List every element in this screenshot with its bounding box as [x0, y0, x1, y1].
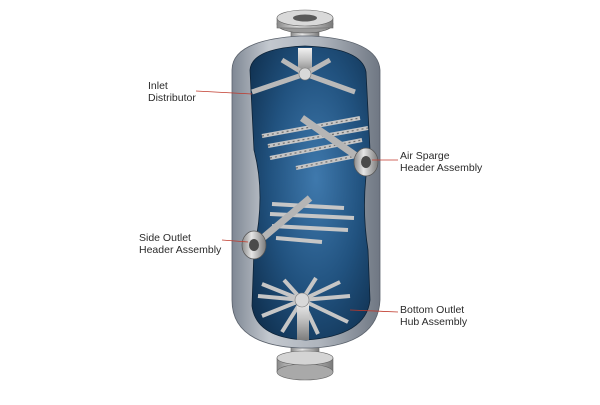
inlet-distributor	[251, 48, 356, 95]
side-outlet-header	[241, 195, 355, 260]
leader-inlet	[195, 90, 253, 95]
leader-bottom-outlet	[349, 309, 399, 313]
air-sparge-header	[261, 115, 379, 177]
label-air-sparge-header: Air Sparge Header Assembly	[400, 150, 483, 174]
label-inlet-distributor: Inlet Distributor	[148, 80, 196, 104]
leader-side-outlet	[221, 239, 249, 243]
label-side-outlet-header: Side Outlet Header Assembly	[139, 232, 222, 256]
label-bottom-outlet-hub: Bottom Outlet Hub Assembly	[400, 304, 468, 328]
bottom-outlet-hub	[257, 276, 351, 340]
leader-lines	[195, 90, 399, 313]
